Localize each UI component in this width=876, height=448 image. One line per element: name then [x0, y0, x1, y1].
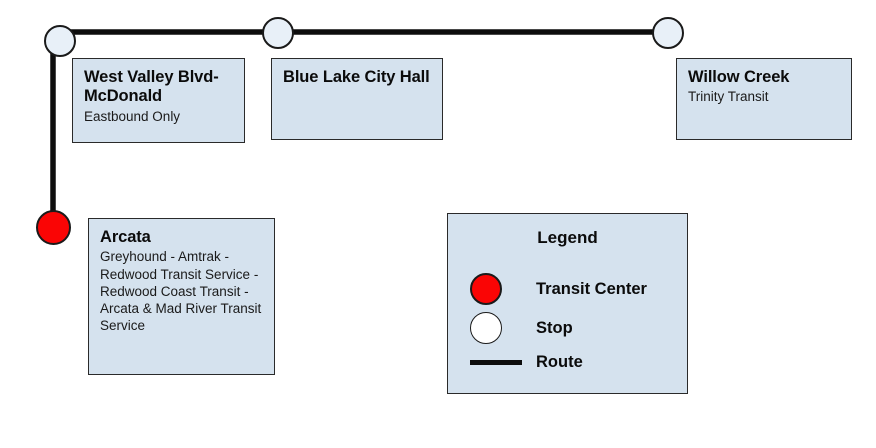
- station-subtitle-arcata: Greyhound - Amtrak - Redwood Transit Ser…: [100, 249, 262, 334]
- station-box-west-valley-blvd-mcdonald[interactable]: West Valley Blvd-McDonald Eastbound Only: [72, 58, 245, 143]
- marker-stop-blue-lake-city-hall[interactable]: [262, 17, 294, 49]
- station-box-willow-creek[interactable]: Willow Creek Trinity Transit: [676, 58, 852, 140]
- station-box-arcata[interactable]: Arcata Greyhound - Amtrak - Redwood Tran…: [88, 218, 275, 375]
- station-box-blue-lake-city-hall[interactable]: Blue Lake City Hall: [271, 58, 443, 140]
- legend-title: Legend: [537, 228, 598, 247]
- marker-stop-west-valley-blvd-mcdonald[interactable]: [44, 25, 76, 57]
- marker-stop-willow-creek[interactable]: [652, 17, 684, 49]
- legend-item-route: Route: [464, 353, 583, 372]
- station-subtitle-willow-creek: Trinity Transit: [688, 89, 769, 105]
- legend-panel: Legend Transit Center Stop Route: [447, 213, 688, 394]
- station-subtitle-west-valley-blvd-mcdonald: Eastbound Only: [84, 108, 181, 124]
- filled-circle-icon: [464, 273, 528, 305]
- open-circle-icon: [464, 312, 528, 344]
- station-title-arcata: Arcata: [100, 228, 151, 246]
- legend-label-route: Route: [536, 353, 583, 371]
- route-line-icon: [464, 360, 528, 365]
- station-title-west-valley-blvd-mcdonald: West Valley Blvd-McDonald: [84, 68, 219, 106]
- legend-label-transit-center: Transit Center: [536, 279, 647, 298]
- marker-transit-center-arcata[interactable]: [36, 210, 71, 245]
- legend-item-transit-center: Transit Center: [464, 273, 647, 305]
- legend-item-stop: Stop: [464, 312, 573, 344]
- station-title-blue-lake-city-hall: Blue Lake City Hall: [283, 68, 430, 86]
- legend-label-stop: Stop: [536, 318, 573, 337]
- station-title-willow-creek: Willow Creek: [688, 68, 790, 86]
